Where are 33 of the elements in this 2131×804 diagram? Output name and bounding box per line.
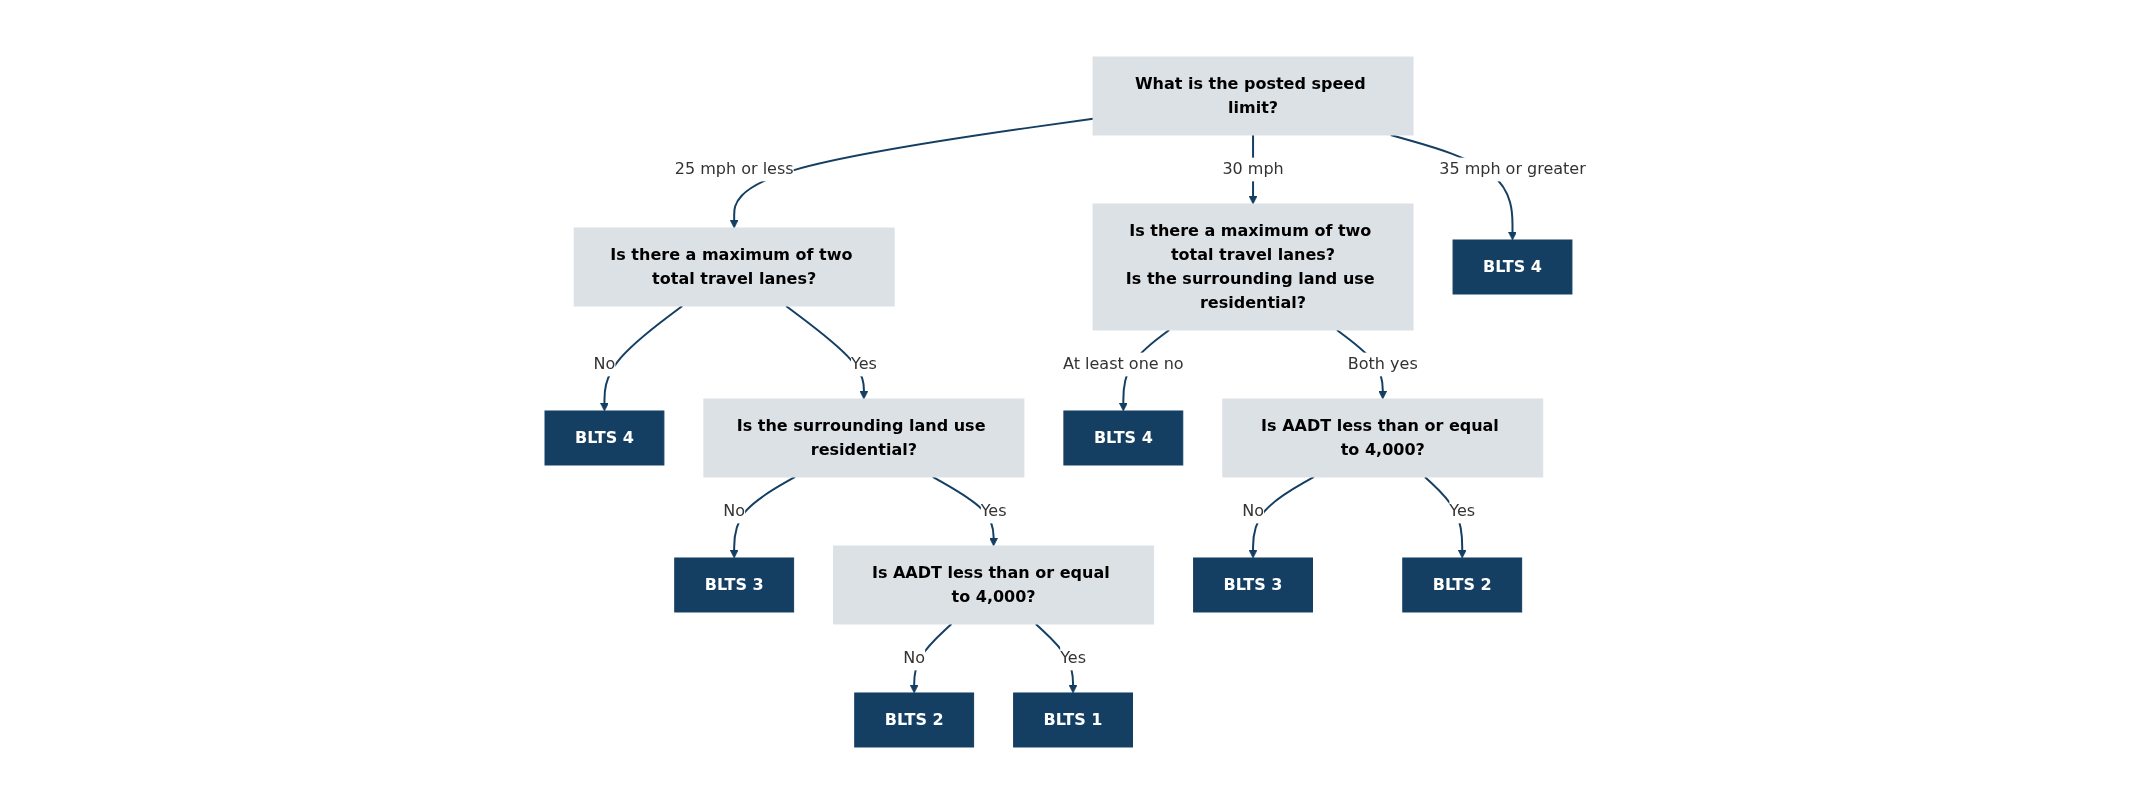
node-box: BLTS 3 (674, 557, 795, 613)
node-box: BLTS 2 (854, 692, 975, 748)
node-box: What is the posted speed limit? (1092, 56, 1414, 136)
edge-label: Yes (851, 354, 877, 374)
arrow (909, 623, 953, 694)
node-box: BLTS 1 (1013, 692, 1134, 748)
edge-label: 35 mph or greater (1439, 159, 1586, 179)
node-box: BLTS 2 (1402, 557, 1523, 613)
arrow (1248, 476, 1316, 559)
node-box: Is there a maximum of two total travel lanes? Is the surrounding land use residential? (1092, 203, 1414, 331)
edge-label: 30 mph (1222, 159, 1284, 179)
edge-label: At least one no (1063, 354, 1184, 374)
edge-label: No (593, 354, 616, 374)
edge-label: Yes (980, 501, 1007, 521)
edge-label: 25 mph or less (674, 159, 794, 179)
node-box: BLTS 4 (1063, 410, 1184, 466)
arrow (729, 476, 797, 559)
edge-label: No (1242, 501, 1265, 521)
node-box: Is the surrounding land use residential? (703, 398, 1025, 478)
edge-label: No (903, 648, 926, 668)
arrow (729, 117, 1095, 229)
edge-label: No (723, 501, 746, 521)
node-box: Is there a maximum of two total travel lanes? (573, 227, 895, 307)
arrow (600, 305, 684, 412)
arrow (785, 305, 869, 400)
node-box: Is AADT less than or equal to 4,000? (833, 545, 1155, 625)
node-box: BLTS 4 (544, 410, 665, 466)
node-box: BLTS 3 (1193, 557, 1314, 613)
edge-label: Yes (1449, 501, 1476, 521)
edge-label: Both yes (1347, 354, 1418, 374)
node-box: Is AADT less than or equal to 4,000? (1222, 398, 1544, 478)
edge-label: Yes (1060, 648, 1087, 668)
node-box: BLTS 4 (1452, 239, 1573, 295)
